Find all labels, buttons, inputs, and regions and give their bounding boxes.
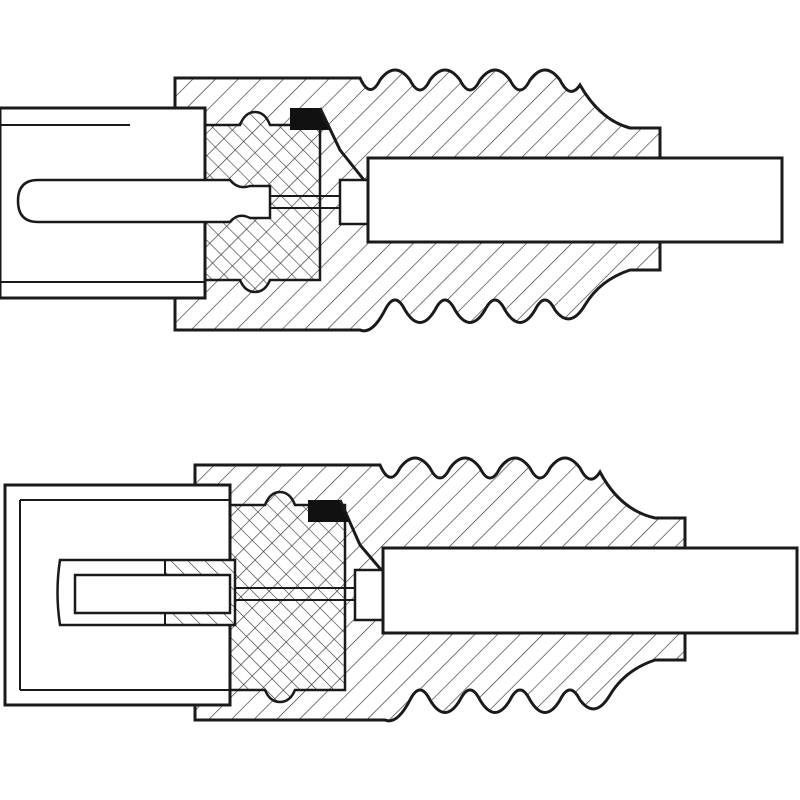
male-pin	[16, 178, 272, 224]
male-seal	[290, 108, 330, 130]
male-cable	[366, 156, 784, 244]
female-insulator	[228, 490, 347, 704]
female-cable	[381, 546, 799, 635]
male-connector	[0, 68, 784, 333]
female-socket-bore	[73, 573, 232, 615]
female-connector	[3, 456, 799, 723]
male-center-conductor-end	[338, 178, 370, 226]
female-center-conductor-end	[353, 568, 385, 622]
female-seal	[308, 500, 350, 522]
